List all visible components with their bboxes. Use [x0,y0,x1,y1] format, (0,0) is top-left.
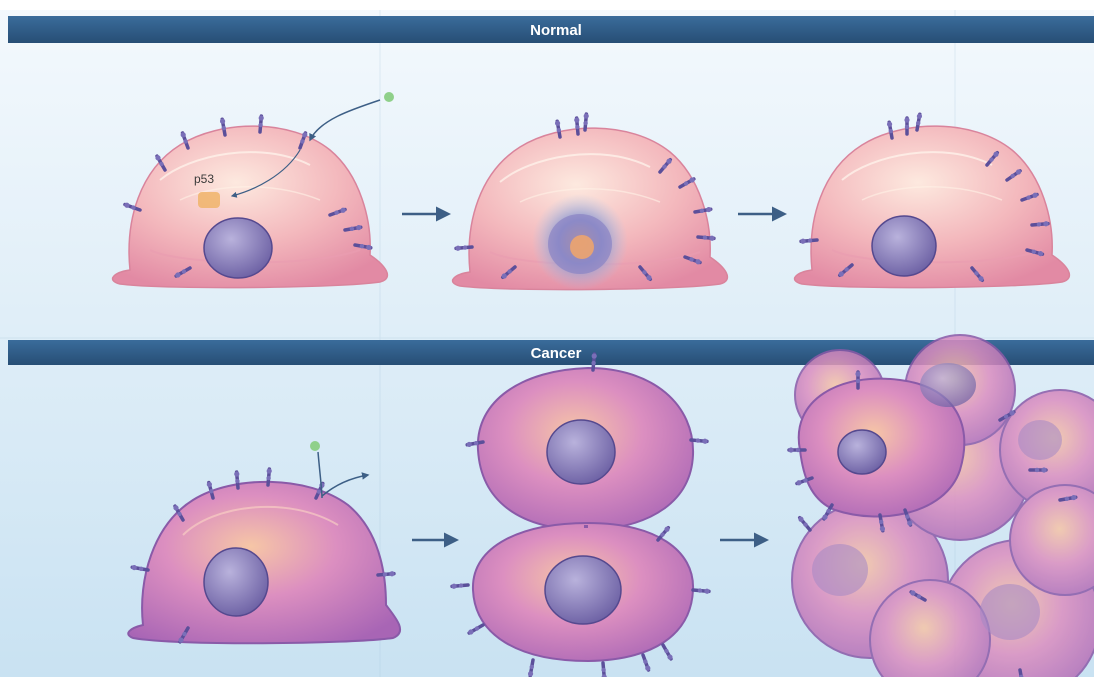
ligand [310,441,320,451]
top-margin [0,0,1094,10]
nucleus [838,430,886,474]
nucleus [547,420,615,484]
p53-label: p53 [194,172,214,186]
cancer-banner-title: Cancer [531,345,582,362]
p53-protein [198,192,220,208]
nucleus [872,216,936,276]
nucleus [545,556,621,624]
nucleus [204,548,268,616]
ligand [384,92,394,102]
normal-banner-title: Normal [530,22,582,39]
nucleus [204,218,272,278]
